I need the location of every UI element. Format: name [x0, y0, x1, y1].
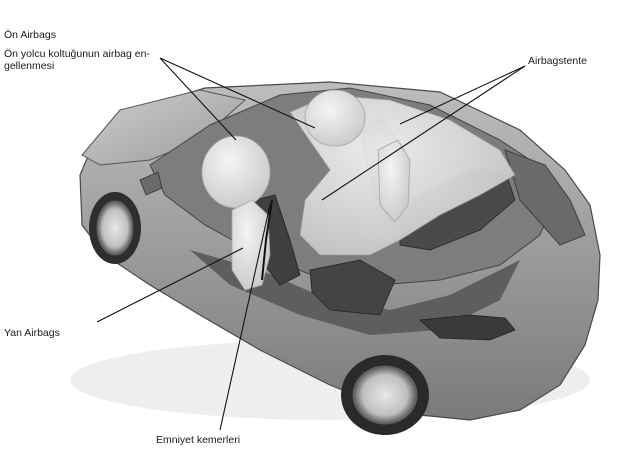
- label-curtain-airbags: Airbagstente: [528, 55, 587, 67]
- label-seat-belts: Emniyet kemerleri: [156, 434, 240, 446]
- rear-wheel-rim: [353, 366, 417, 424]
- driver-front-airbag: [202, 136, 270, 208]
- passenger-front-airbag: [305, 90, 365, 146]
- label-side-airbags: Yan Airbags: [4, 327, 60, 339]
- label-passenger-airbag-line2: gellenmesi: [4, 60, 150, 72]
- driver-side-airbag: [232, 200, 270, 290]
- label-passenger-airbag-deactivation: Ön yolcu koltuğunun airbag en- gellenmes…: [4, 48, 150, 72]
- label-passenger-airbag-line1: Ön yolcu koltuğunun airbag en-: [4, 48, 150, 60]
- front-wheel-rim: [97, 201, 133, 255]
- label-front-airbags: Ön Airbags: [4, 29, 56, 41]
